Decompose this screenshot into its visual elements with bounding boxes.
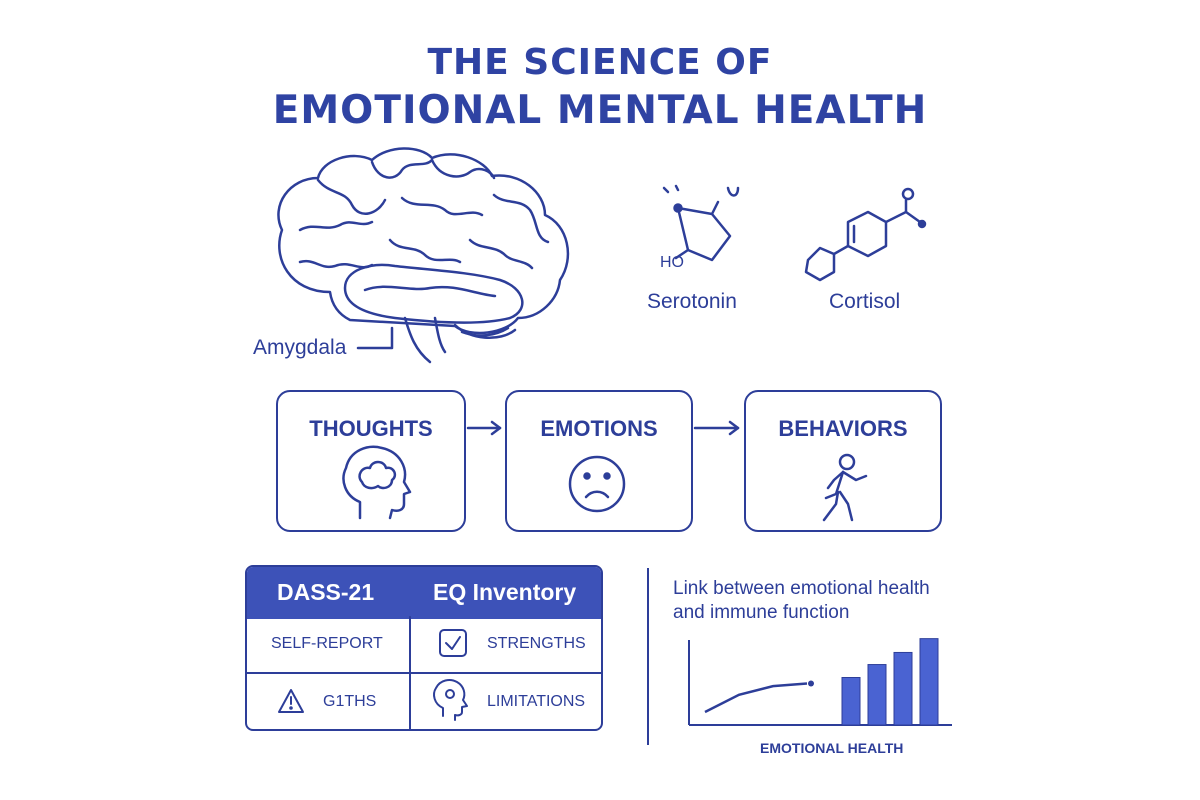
chart-title-line-1: Link between emotional health — [673, 578, 930, 599]
head-brain-icon — [342, 445, 412, 520]
checkbox-icon — [439, 629, 467, 657]
warning-icon — [278, 689, 304, 713]
bar-4 — [919, 638, 939, 726]
arrow-right-icon — [466, 420, 502, 436]
serotonin-label: Serotonin — [647, 290, 737, 313]
head-gear-icon — [433, 679, 468, 721]
amygdala-label: Amygdala — [253, 336, 347, 359]
thoughts-box: THOUGHTS — [276, 390, 466, 532]
title-line-2: EMOTIONAL MENTAL HEALTH — [272, 88, 928, 133]
serotonin-molecule-icon — [662, 184, 740, 262]
chart-title: Link between emotional health and immune… — [673, 577, 930, 625]
cell-limitations: LIMITATIONS — [487, 693, 586, 710]
bar-3 — [893, 651, 913, 726]
emotions-box: EMOTIONS — [505, 390, 693, 532]
thoughts-label: THOUGHTS — [309, 416, 433, 441]
cortisol-label: Cortisol — [829, 290, 901, 313]
line-end-point — [808, 680, 814, 687]
emotions-label: EMOTIONS — [540, 416, 658, 441]
walking-person-icon — [822, 453, 868, 522]
sad-face-icon — [568, 455, 626, 513]
serotonin-ho-label: HO — [660, 254, 684, 271]
title-line-1: THE SCIENCE OF — [427, 42, 773, 83]
line-series — [704, 682, 808, 714]
bar-1 — [841, 677, 861, 726]
cortisol-molecule-icon — [804, 187, 927, 282]
cell-strengths: STRENGTHS — [487, 635, 586, 652]
cell-self-report: SELF-REPORT — [271, 635, 383, 652]
x-axis-label: EMOTIONAL HEALTH — [760, 740, 904, 756]
bar-2 — [867, 664, 887, 726]
chart-title-line-2: and immune function — [673, 602, 850, 623]
table-header: DASS-21 EQ Inventory — [247, 567, 601, 619]
assessment-table: DASS-21 EQ Inventory SELF-REPORT STRENGT… — [245, 565, 603, 731]
behaviors-label: BEHAVIORS — [778, 416, 908, 441]
cell-g1ths: G1THS — [323, 693, 377, 710]
behaviors-box: BEHAVIORS — [744, 390, 942, 532]
header-eq-inventory: EQ Inventory — [433, 579, 577, 605]
header-dass21: DASS-21 — [277, 579, 375, 605]
arrow-right-icon — [693, 420, 740, 436]
